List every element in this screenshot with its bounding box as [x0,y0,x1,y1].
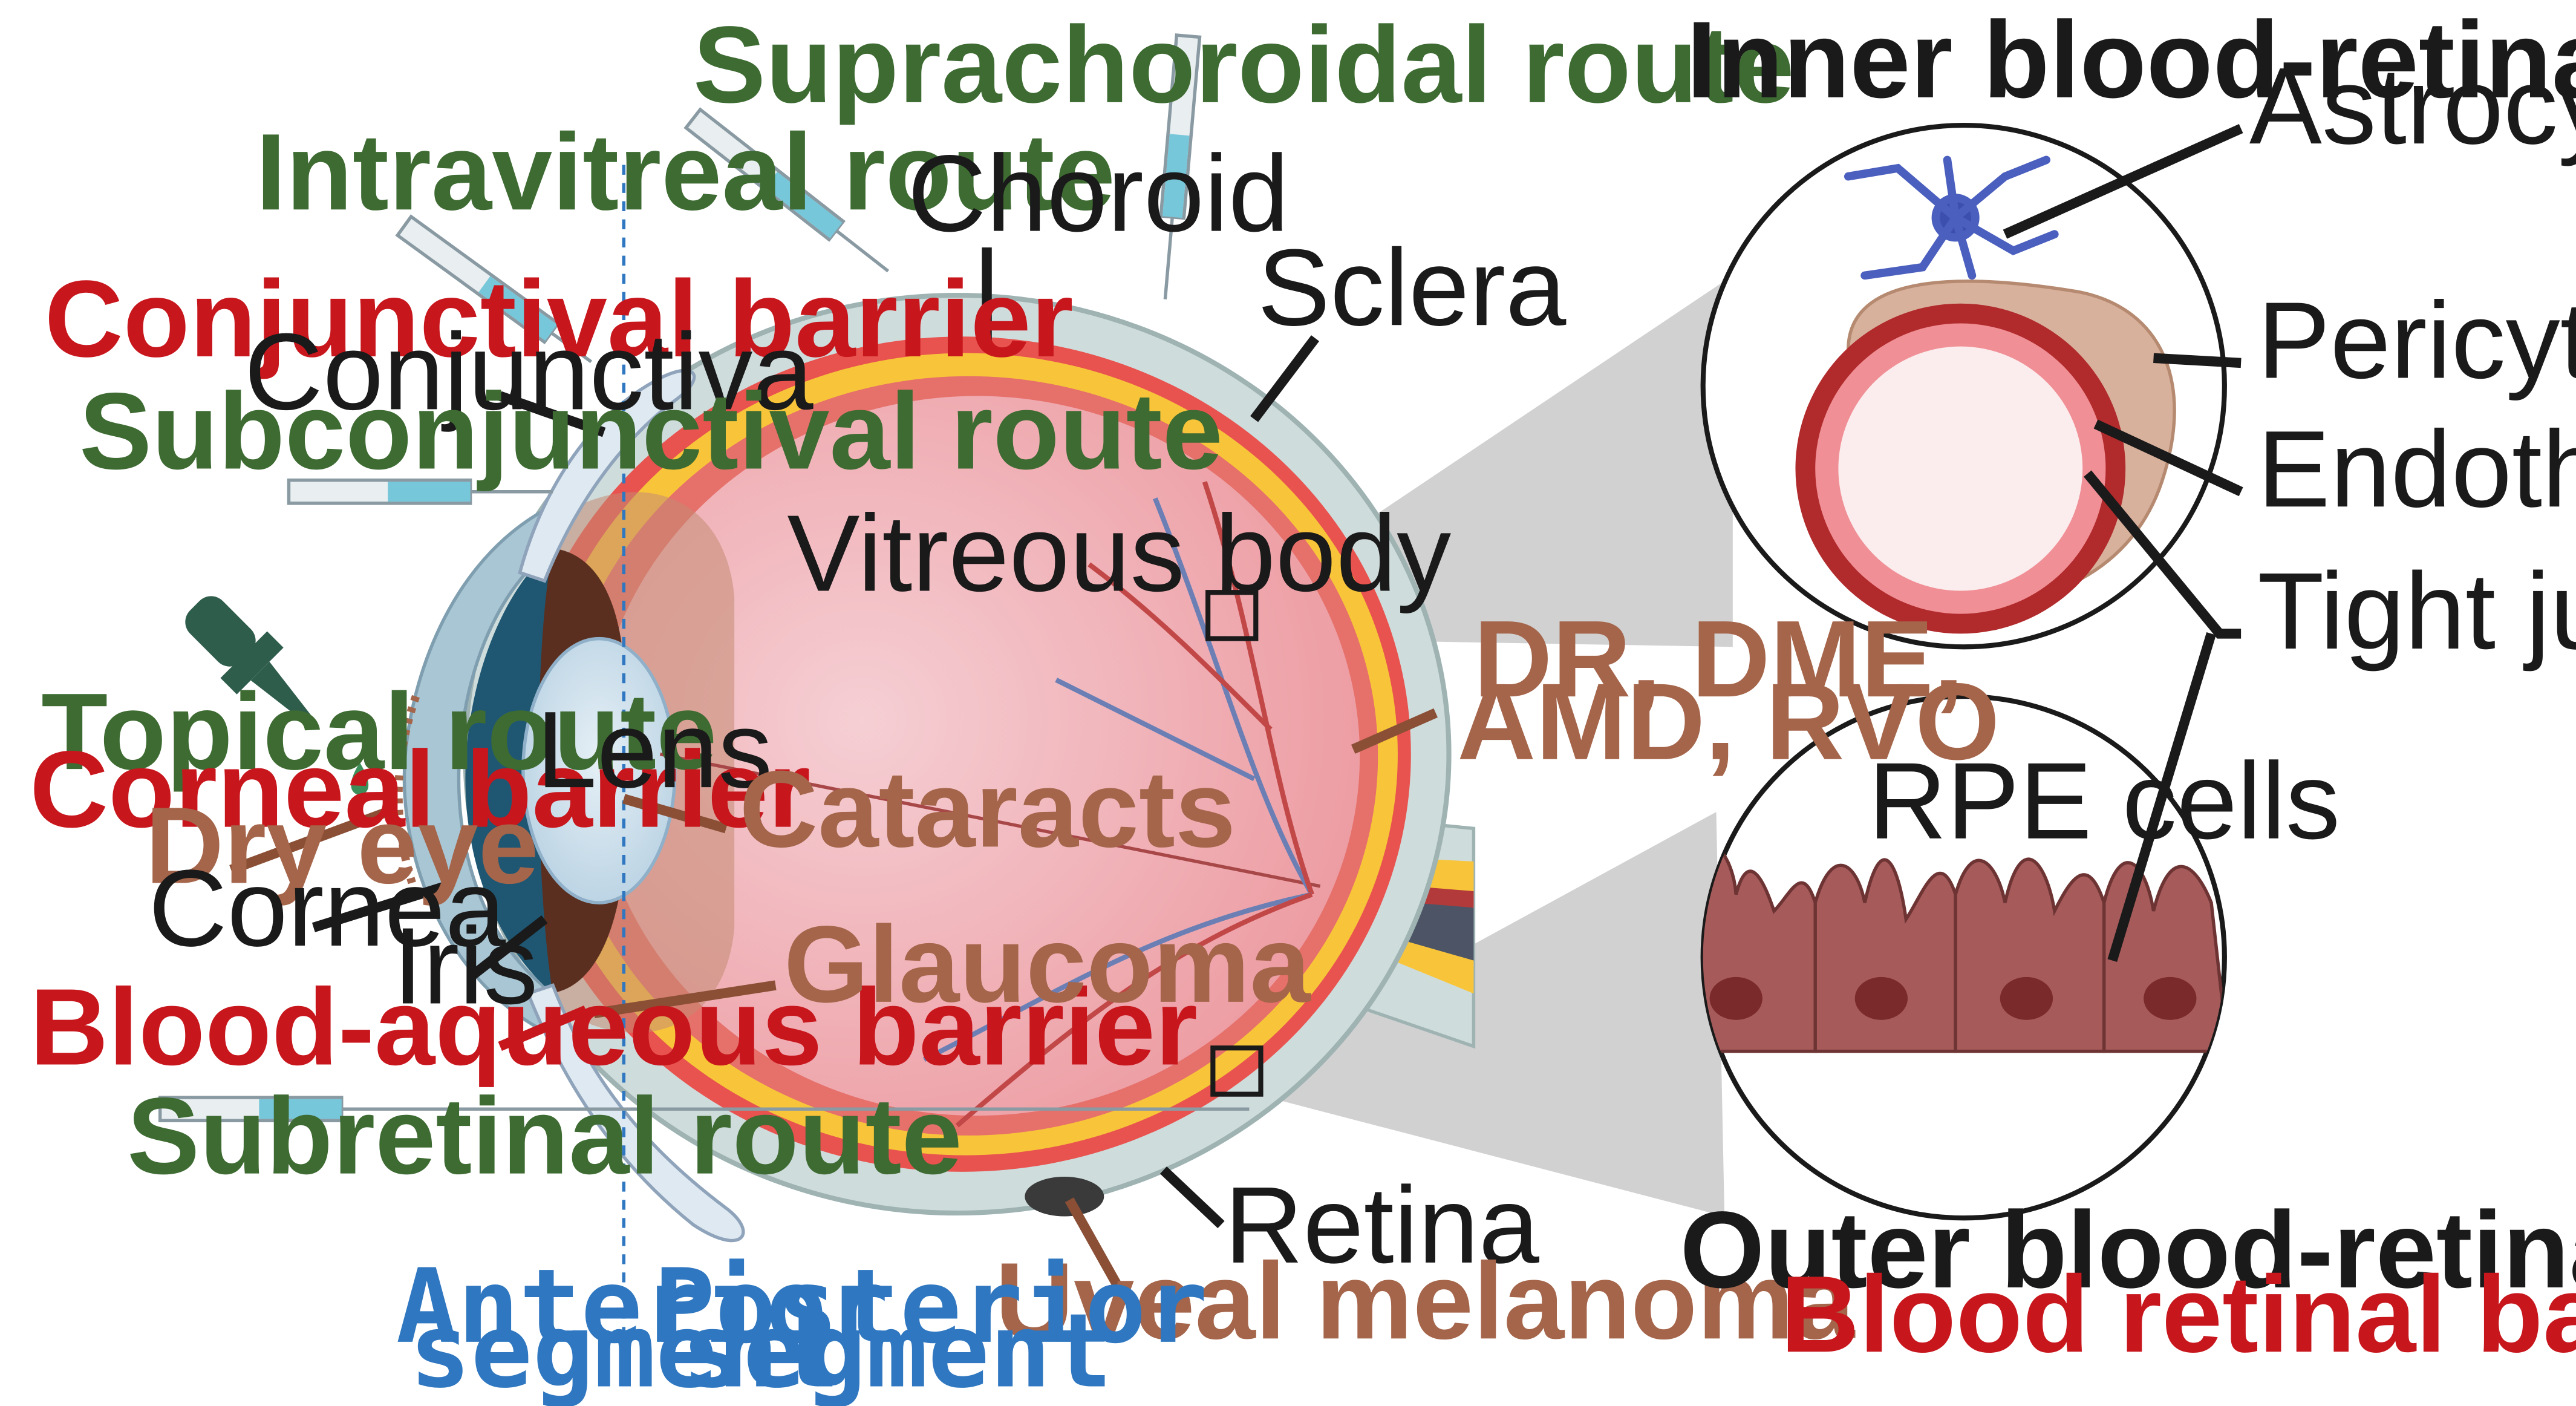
conjunctiva-upper [518,368,696,583]
blood-retinal-barrier-label: Blood retinal barrier [1781,1254,2576,1375]
choroid-label: Choroid [908,133,1290,255]
syringe-subretinal-icon [158,1096,1250,1123]
rpe-cells-drawing [1703,845,2225,1053]
tear-film-icon [394,695,420,896]
pericyte-label: Pericyte [2257,280,2576,402]
rpe-cells-label: RPE cells [1868,741,2340,862]
conjunctiva-lower [526,983,745,1243]
syringe-suprachoroidal-icon [1159,33,1202,299]
anterior-chamber [465,548,553,994]
dry-eye-label: Dry eye [145,785,539,906]
astrocyte-label: Astrocyte [2249,45,2576,167]
dr-dme-label: DR, DME, [1473,598,1963,720]
topical-route-label: Topical route [41,671,717,793]
vitreous-body-label: Vitreous body [787,492,1451,614]
visual-axis [659,752,1321,888]
uveal-melanoma-label: Uveal melanoma [995,1240,1856,1362]
suprachoroidal-route-label: Suprachoroidal route [693,4,1795,126]
posterior-segment-label-2: segment [682,1292,1113,1406]
inner-zoom-box [1205,590,1259,641]
conjunctival-barrier-label: Conjunctival barrier [45,258,1074,380]
melanoma-lesion [1025,1177,1104,1217]
sclera-label: Sclera [1257,227,1567,348]
lens [521,636,677,904]
astrocyte-icon [1844,155,2059,280]
glaucoma-label: Glaucoma [784,904,1311,1025]
retinal-vessels [923,481,1314,1128]
tight-junction-label: Tight junction [2257,551,2576,672]
iris-label: Iris [393,906,538,1027]
amd-rvo-label: AMD, RVO [1457,661,2000,783]
retina-label: Retina [1224,1165,1539,1286]
corneal-barrier-label: Corneal barrier [30,729,810,851]
subconjunctival-route-label: Subconjunctival route [79,371,1223,492]
anterior-segment-label-2: segment [409,1292,841,1406]
posterior-segment-label: Posterior [653,1247,1207,1366]
syringe-subconjunctival-icon [287,478,553,505]
cataracts-label: Cataracts [739,748,1236,870]
anterior-segment-label: Anterior [396,1247,889,1366]
blood-aqueous-barrier-label: Blood-aqueous barrier [30,967,1198,1088]
eye-dropper-icon [185,596,319,730]
conjunctiva-label: Conjunctiva [244,311,814,433]
syringe-conjunctival-icon [395,214,593,364]
inner-brb-title: Inner blood-retina barrier [1686,0,2576,121]
subretinal-route-label: Subretinal route [127,1076,962,1197]
intravitreal-route-label: Intravitreal route [256,111,1115,233]
syringe-intravitreal-icon [683,107,890,273]
drop-icon [351,762,369,796]
cornea-label: Cornea [149,848,506,969]
outer-zoom-box [1210,1045,1264,1097]
lens-label: Lens [536,689,772,811]
endothelial-cell-label: Endothelial cell [2257,408,2576,530]
outer-brb-title: Outer blood-retina barrier [1680,1189,2576,1311]
